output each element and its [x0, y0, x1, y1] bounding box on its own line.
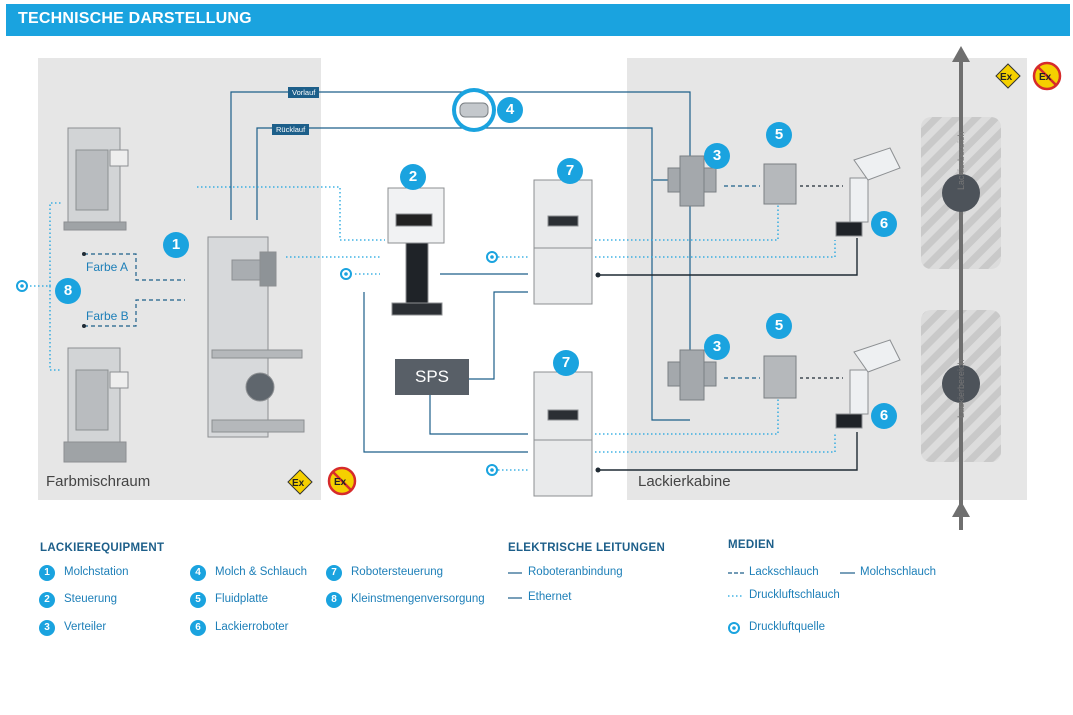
- marker-5a: 5: [766, 122, 792, 148]
- marker-3a: 3: [704, 143, 730, 169]
- marker-1: 1: [163, 232, 189, 258]
- legend-druckluftquelle: Druckluftquelle: [749, 621, 826, 633]
- vorlauf-line: [230, 91, 691, 370]
- ruecklauf-tag: Rücklauf: [272, 124, 310, 135]
- ruecklauf-line: [256, 127, 690, 421]
- lackierroboter-unit-upper: [835, 147, 901, 237]
- lackierbereich-label-lower: Lackierbereich: [956, 359, 966, 418]
- car-body-upper: [942, 174, 980, 212]
- legend-num-3: 3: [39, 620, 55, 636]
- air-hose-7a-5: [595, 202, 779, 241]
- air-hose-8: [30, 202, 62, 287]
- conveyor-arrow-bottom: [952, 501, 970, 517]
- marker-4: 4: [497, 97, 523, 123]
- legend-num-1: 1: [39, 565, 55, 581]
- svg-text:Ex: Ex: [334, 477, 347, 488]
- legend-num-5: 5: [190, 592, 206, 608]
- air-source-8: [16, 280, 28, 292]
- conveyor-arrow-top: [952, 46, 970, 62]
- svg-text:Ex: Ex: [292, 478, 305, 489]
- marker-3b: 3: [704, 334, 730, 360]
- marker-5b: 5: [766, 313, 792, 339]
- lackierkabine-label: Lackierkabine: [638, 473, 731, 490]
- legend-lackschlauch: Lackschlauch: [749, 566, 819, 578]
- legend-media-heading: MEDIEN: [728, 539, 775, 551]
- lackierbereich-label-upper: Lackierbereich: [956, 131, 966, 190]
- farbe-a-label: Farbe A: [86, 260, 129, 274]
- ethernet-sps-7a: [469, 291, 528, 380]
- air-source-2: [340, 268, 352, 280]
- air-source-7b: [486, 464, 498, 476]
- kleinstmengen-unit-lower: [63, 347, 129, 463]
- legend-num-8: 8: [326, 592, 342, 608]
- farbe-b-label: Farbe B: [86, 309, 129, 323]
- svg-text:Ex: Ex: [1000, 72, 1013, 83]
- svg-text:Ex: Ex: [1039, 72, 1052, 83]
- legend-air-source-icon: [728, 622, 740, 634]
- marker-6b: 6: [871, 403, 897, 429]
- ex-symbol-left: Ex Ex: [287, 466, 357, 496]
- fluidplatte-unit-upper: [763, 163, 797, 205]
- legend-num-7: 7: [326, 565, 342, 581]
- air-hose-1: [197, 186, 385, 241]
- legend-num-6: 6: [190, 620, 206, 636]
- air-hose-7b-5: [595, 398, 779, 435]
- legend-num-2: 2: [39, 592, 55, 608]
- legend-equipment-heading: LACKIEREQUIPMENT: [40, 542, 165, 554]
- header-bar: TECHNISCHE DARSTELLUNG: [6, 4, 1070, 36]
- robot-cable-lower: [598, 432, 858, 471]
- sps-box: SPS: [395, 359, 469, 395]
- paint-b-hose: [84, 299, 185, 327]
- robotersteuerung-unit-lower: [533, 371, 593, 497]
- ethernet-sps-7b: [429, 395, 528, 435]
- legend-druckluftschlauch: Druckluftschlauch: [749, 589, 840, 601]
- fluidplatte-unit-lower: [763, 355, 797, 399]
- farbmischraum-label: Farbmischraum: [46, 473, 151, 490]
- molch-unit: [452, 88, 496, 132]
- legend-verteiler: Verteiler: [64, 621, 107, 633]
- paint-a-hose: [84, 253, 185, 281]
- ex-symbol-right: Ex Ex: [995, 61, 1062, 91]
- steuerung-unit: [387, 187, 445, 316]
- legend-steuerung: Steuerung: [64, 593, 118, 605]
- legend-kleinstmengenversorgung: Kleinstmengenversorgung: [351, 593, 485, 605]
- marker-8: 8: [55, 278, 81, 304]
- molchstation-unit: [207, 236, 305, 438]
- legend-lackierroboter: Lackierroboter: [215, 621, 289, 633]
- verteiler-unit-upper: [667, 155, 717, 207]
- legend-molchschlauch: Molchschlauch: [860, 566, 937, 578]
- car-body-lower: [942, 365, 980, 403]
- marker-2: 2: [400, 164, 426, 190]
- air-source-7a: [486, 251, 498, 263]
- ethernet-2-7b: [363, 292, 528, 453]
- kleinstmengen-unit-upper: [63, 127, 129, 231]
- air-hose-7b-6: [595, 432, 836, 453]
- legend-ethernet: Ethernet: [528, 591, 572, 603]
- legend-molchstation: Molchstation: [64, 566, 129, 578]
- legend-fluidplatte: Fluidplatte: [215, 593, 269, 605]
- legend-electrical-heading: ELEKTRISCHE LEITUNGEN: [508, 542, 666, 554]
- lackierroboter-unit-lower: [835, 339, 901, 429]
- legend-num-4: 4: [190, 565, 206, 581]
- air-hose-7a-6: [595, 240, 836, 258]
- page-title: TECHNISCHE DARSTELLUNG: [18, 10, 252, 27]
- marker-7a: 7: [557, 158, 583, 184]
- legend-molch-schlauch: Molch & Schlauch: [215, 566, 308, 578]
- legend-robotersteuerung: Robotersteuerung: [351, 566, 444, 578]
- robotersteuerung-unit-upper: [533, 179, 593, 305]
- marker-7b: 7: [553, 350, 579, 376]
- robot-cable-upper: [598, 238, 858, 276]
- marker-6a: 6: [871, 211, 897, 237]
- legend-roboteranbindung: Roboteranbindung: [528, 566, 623, 578]
- verteiler-unit-lower: [667, 349, 717, 401]
- vorlauf-tag: Vorlauf: [288, 87, 320, 98]
